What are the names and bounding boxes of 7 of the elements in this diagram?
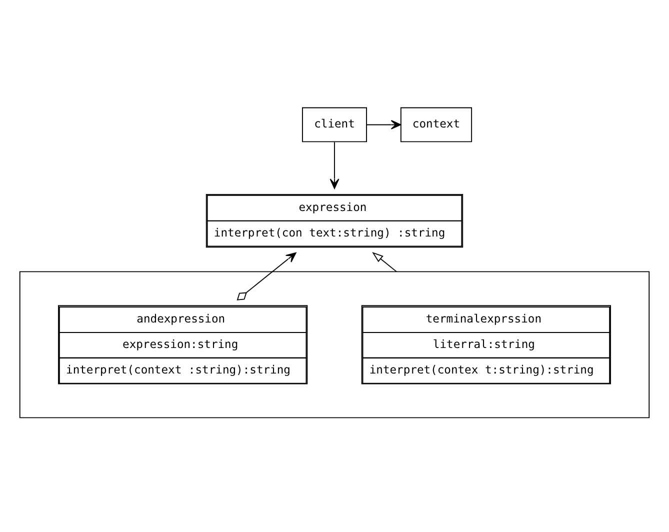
- cluster: [19, 270, 650, 418]
- arrow: [372, 251, 398, 272]
- arrow: [366, 120, 402, 129]
- node-box: client: [302, 106, 367, 142]
- arrow: [330, 141, 340, 188]
- arrow: [236, 252, 296, 300]
- node-box: context: [400, 106, 472, 142]
